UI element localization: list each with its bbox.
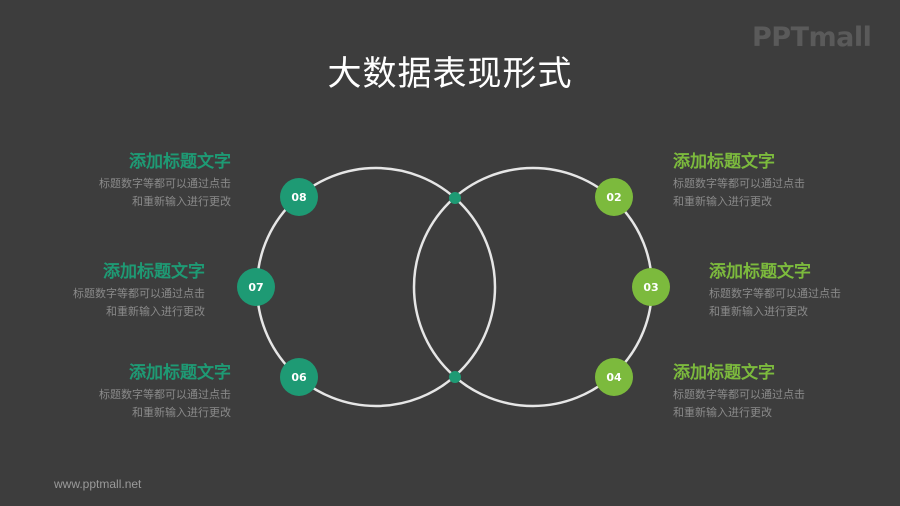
- block-line1: 标题数字等都可以通过点击: [673, 177, 805, 190]
- block-heading: 添加标题文字: [673, 363, 775, 383]
- node-07[interactable]: 07: [237, 268, 275, 306]
- block-line1: 标题数字等都可以通过点击: [673, 388, 805, 401]
- block-heading: 添加标题文字: [103, 262, 205, 282]
- block-line2: 和重新输入进行更改: [673, 195, 772, 208]
- block-line1: 标题数字等都可以通过点击: [73, 287, 205, 300]
- node-02[interactable]: 02: [595, 178, 633, 216]
- text-block-08: 添加标题文字 标题数字等都可以通过点击 和重新输入进行更改: [31, 151, 231, 211]
- node-08[interactable]: 08: [280, 178, 318, 216]
- node-04[interactable]: 04: [595, 358, 633, 396]
- page-title: 大数据表现形式: [327, 54, 573, 94]
- text-block-03: 添加标题文字 标题数字等都可以通过点击 和重新输入进行更改: [709, 261, 900, 321]
- text-block-04: 添加标题文字 标题数字等都可以通过点击 和重新输入进行更改: [673, 362, 873, 422]
- pptmall-logo: PPTmall: [752, 22, 872, 53]
- block-line2: 和重新输入进行更改: [106, 305, 205, 318]
- node-03[interactable]: 03: [632, 268, 670, 306]
- block-line2: 和重新输入进行更改: [132, 406, 231, 419]
- block-heading: 添加标题文字: [709, 262, 811, 282]
- text-block-07: 添加标题文字 标题数字等都可以通过点击 和重新输入进行更改: [5, 261, 205, 321]
- text-block-02: 添加标题文字 标题数字等都可以通过点击 和重新输入进行更改: [673, 151, 873, 211]
- block-line2: 和重新输入进行更改: [673, 406, 772, 419]
- node-06[interactable]: 06: [280, 358, 318, 396]
- text-block-06: 添加标题文字 标题数字等都可以通过点击 和重新输入进行更改: [31, 362, 231, 422]
- intersection-top-dot: [449, 192, 461, 204]
- block-heading: 添加标题文字: [673, 152, 775, 172]
- block-line2: 和重新输入进行更改: [709, 305, 808, 318]
- block-line1: 标题数字等都可以通过点击: [99, 388, 231, 401]
- block-heading: 添加标题文字: [129, 152, 231, 172]
- block-line1: 标题数字等都可以通过点击: [99, 177, 231, 190]
- footer-url[interactable]: www.pptmall.net: [54, 477, 142, 491]
- block-line1: 标题数字等都可以通过点击: [709, 287, 841, 300]
- intersection-bottom-dot: [449, 371, 461, 383]
- block-line2: 和重新输入进行更改: [132, 195, 231, 208]
- block-heading: 添加标题文字: [129, 363, 231, 383]
